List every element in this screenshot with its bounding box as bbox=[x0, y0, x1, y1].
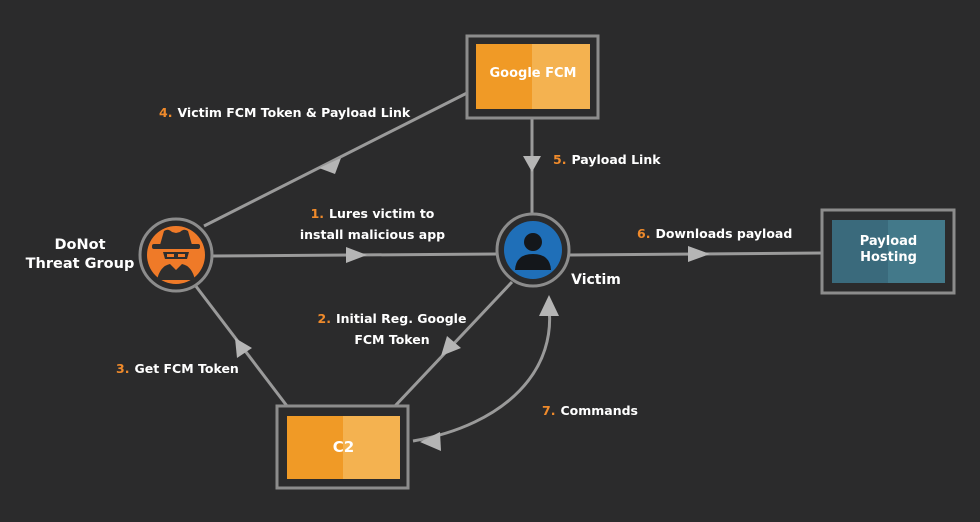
step1-line2: install malicious app bbox=[299, 227, 446, 242]
donot-label-line1: DoNot bbox=[54, 237, 106, 253]
arrowhead-step4 bbox=[319, 158, 341, 174]
arrowhead-step7-victim bbox=[539, 295, 559, 316]
step5-text: Payload Link bbox=[571, 152, 661, 167]
edge-fcm-to-donot bbox=[203, 91, 468, 228]
arrowhead-step2 bbox=[441, 336, 461, 356]
donot-label-line2: Threat Group bbox=[25, 256, 135, 272]
payload-hosting-line1: Payload bbox=[859, 234, 918, 249]
step6-text: Downloads payload bbox=[655, 226, 793, 241]
edge-c2-to-victim-commands bbox=[412, 299, 551, 443]
user-icon bbox=[495, 212, 571, 288]
step1-text: Lures victim to bbox=[329, 206, 435, 221]
arrowhead-step3 bbox=[235, 338, 252, 358]
step5-number: 5. bbox=[553, 152, 567, 167]
arrowhead-step6 bbox=[688, 246, 710, 262]
step1-line1: 1. Lures victim to bbox=[290, 203, 455, 224]
step3-text: Get FCM Token bbox=[134, 361, 239, 376]
arrowhead-step7-c2 bbox=[420, 432, 441, 451]
arrowhead-step1 bbox=[346, 247, 367, 263]
c2-node bbox=[275, 404, 410, 490]
step2-line1: 2. Initial Reg. Google bbox=[312, 308, 472, 329]
step7-number: 7. bbox=[542, 403, 556, 418]
step5-label: 5. Payload Link bbox=[553, 149, 661, 170]
google-fcm-node bbox=[465, 34, 600, 120]
step2-text: Initial Reg. Google bbox=[335, 311, 467, 326]
donot-threat-group-label: DoNot Threat Group bbox=[20, 236, 140, 274]
payload-hosting-line2: Hosting bbox=[860, 250, 917, 265]
arrowhead-step5 bbox=[523, 156, 541, 172]
step7-text: Commands bbox=[560, 403, 638, 418]
step6-number: 6. bbox=[637, 226, 651, 241]
step7-label: 7. Commands bbox=[542, 400, 638, 421]
step1-number: 1. bbox=[310, 206, 325, 221]
step2-number: 2. bbox=[317, 311, 331, 326]
payload-hosting-label: Payload Hosting bbox=[832, 234, 945, 266]
step2-line2: FCM Token bbox=[354, 332, 430, 347]
step1-label: 1. Lures victim to install malicious app bbox=[290, 203, 455, 245]
c2-label: C2 bbox=[332, 438, 355, 456]
hacker-spy-icon bbox=[138, 217, 214, 293]
step4-number: 4. bbox=[159, 105, 173, 120]
step4-text: Victim FCM Token & Payload Link bbox=[177, 105, 411, 120]
victim-label: Victim bbox=[571, 272, 621, 288]
payload-hosting-node bbox=[820, 208, 956, 295]
step4-label: 4. Victim FCM Token & Payload Link bbox=[159, 102, 410, 123]
step3-number: 3. bbox=[116, 361, 130, 376]
step2-label: 2. Initial Reg. Google FCM Token bbox=[312, 308, 472, 350]
step3-label: 3. Get FCM Token bbox=[116, 358, 239, 379]
google-fcm-label: Google FCM bbox=[489, 66, 577, 81]
step6-label: 6. Downloads payload bbox=[637, 223, 792, 244]
